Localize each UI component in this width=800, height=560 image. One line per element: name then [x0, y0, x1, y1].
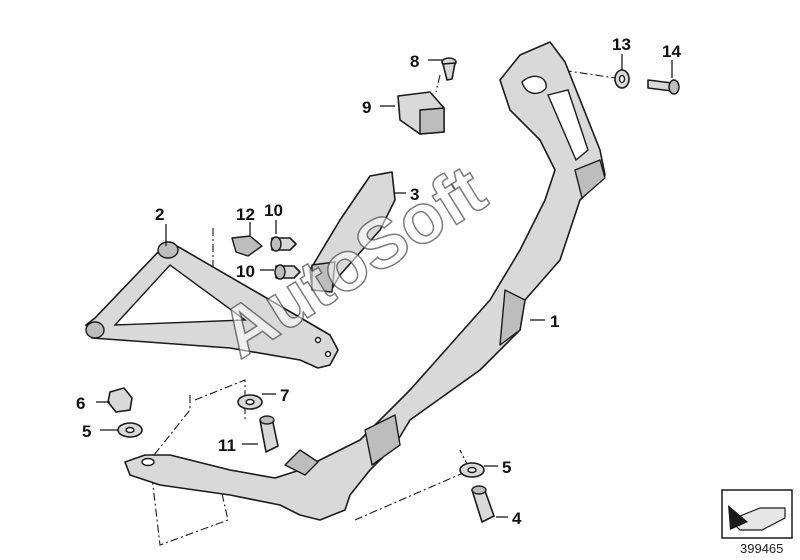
callout-5a: 5 — [82, 422, 91, 441]
part-1-frame — [124, 41, 606, 521]
callout-2: 2 — [155, 205, 164, 224]
callout-10a: 10 — [264, 201, 283, 220]
callout-14: 14 — [662, 42, 681, 61]
callout-6: 6 — [76, 394, 85, 413]
reference-number: 399465 — [740, 541, 783, 556]
callout-13: 13 — [612, 35, 631, 54]
callout-4: 4 — [512, 509, 522, 528]
part-13-14-fasteners — [614, 69, 680, 95]
part-2-bracket — [85, 241, 339, 369]
callout-7: 7 — [280, 386, 289, 405]
part-8-screw — [441, 57, 457, 81]
callout-1: 1 — [550, 312, 559, 331]
leader-lines — [96, 54, 673, 518]
callout-12: 12 — [236, 205, 255, 224]
arrow-icon[interactable] — [721, 489, 793, 539]
part-3-strip — [309, 171, 396, 293]
lower-fasteners — [107, 387, 495, 523]
callout-8: 8 — [410, 52, 419, 71]
callout-3: 3 — [410, 185, 419, 204]
part-9-block — [397, 91, 445, 135]
callout-5b: 5 — [502, 458, 511, 477]
callouts: 1 2 3 4 5 5 6 7 8 9 10 10 11 12 13 14 — [76, 35, 681, 528]
part-10-12-bolts — [231, 235, 301, 280]
callout-10b: 10 — [236, 262, 255, 281]
callout-9: 9 — [362, 98, 371, 117]
callout-11: 11 — [218, 436, 236, 455]
